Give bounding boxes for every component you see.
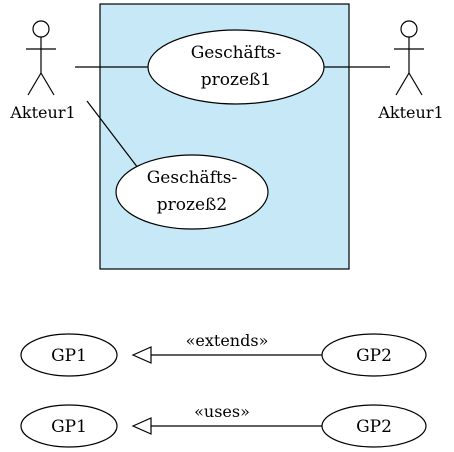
actor-2-stick-figure [394, 20, 424, 96]
extends-target-label: GP2 [356, 346, 392, 366]
actor-1-stick-figure [26, 20, 56, 96]
extends-arrowhead [131, 346, 152, 364]
extends-stereotype-label: «extends» [186, 331, 269, 350]
use-case-1: Geschäfts- prozeß1 [147, 29, 325, 105]
uses-arrowhead [131, 417, 152, 435]
use-case-2-line-2: prozeß2 [157, 195, 227, 215]
uses-target-label: GP2 [356, 417, 392, 437]
uses-relationship: GP1 GP2 «uses» [20, 402, 427, 448]
use-case-1-line-2: prozeß1 [201, 70, 271, 90]
use-case-2-line-1: Geschäfts- [147, 168, 238, 188]
uses-stereotype-label: «uses» [194, 402, 250, 421]
use-case-2: Geschäfts- prozeß2 [115, 154, 269, 230]
extends-relationship: GP1 GP2 «extends» [20, 331, 427, 377]
actor-1-label: Akteur1 [9, 103, 75, 122]
actor-2-label: Akteur1 [377, 103, 443, 122]
uses-source-label: GP1 [51, 417, 87, 437]
use-case-1-line-1: Geschäfts- [191, 43, 282, 63]
association-actor1-uc2 [86, 100, 139, 169]
extends-source-label: GP1 [51, 346, 87, 366]
